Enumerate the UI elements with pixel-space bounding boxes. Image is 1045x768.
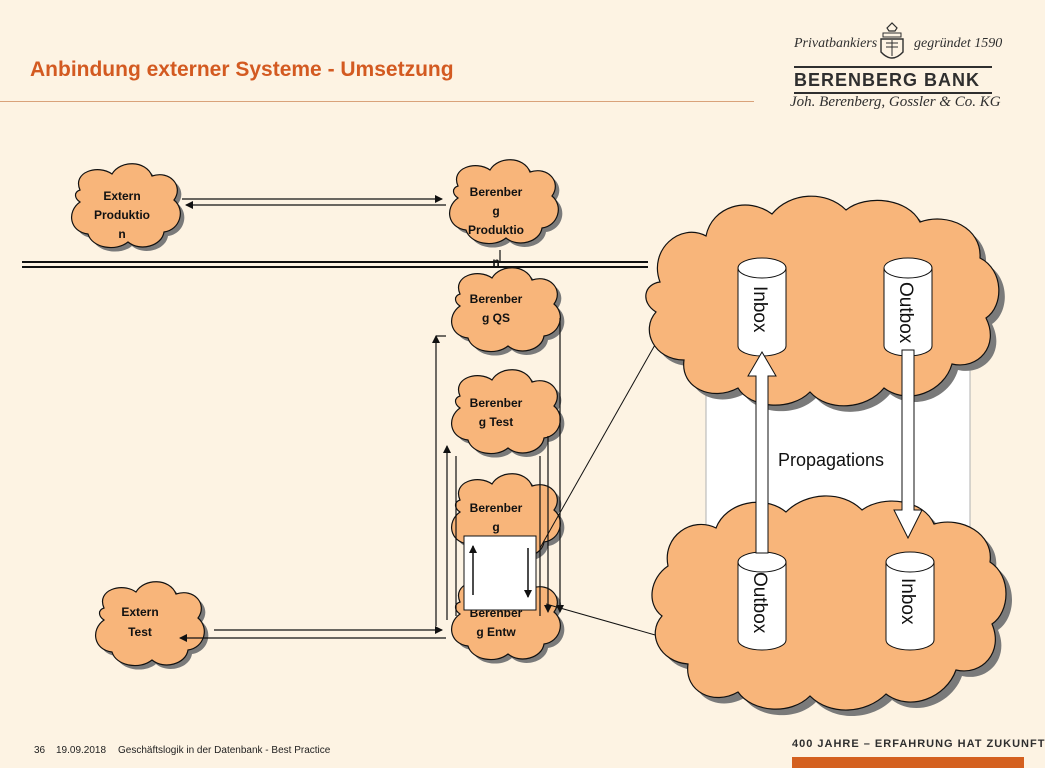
berenberg-logo: Privatbankiers gegründet 1590 BERENBERG … — [786, 22, 1002, 114]
logo-founded: gegründet 1590 — [914, 36, 1003, 51]
footer-slogan: 400 JAHRE – ERFAHRUNG HAT ZUKUNFT — [792, 738, 1045, 750]
top-inbox-label: Inbox — [749, 286, 770, 333]
cylinder-bottom-outbox: Outbox — [737, 551, 787, 651]
berenberg-g-label-1: Berenber — [470, 501, 523, 515]
cloud-zoom-bottom — [651, 495, 1012, 717]
bottom-outbox-label: Outbox — [749, 572, 770, 634]
cloud-zoom-top — [645, 195, 1005, 412]
extern-test-label-1: Extern — [121, 605, 158, 619]
connection-test — [179, 626, 446, 642]
berenberg-produktion-label-4: n — [492, 255, 499, 269]
footer-date: 19.09.2018 — [56, 745, 107, 756]
berenberg-test-label-1: Berenber — [470, 396, 523, 410]
berenberg-entw-label-2: g Entw — [476, 625, 516, 639]
logo-rule-bottom — [794, 92, 992, 94]
cylinder-bottom-inbox: Inbox — [885, 551, 935, 651]
cylinder-top-inbox: Inbox — [737, 257, 787, 357]
footer-subject: Geschäftslogik in der Datenbank - Best P… — [118, 745, 331, 756]
cloud-berenberg-test: Berenber g Test — [450, 369, 565, 458]
berenberg-test-label-2: g Test — [479, 415, 513, 429]
extern-produktion-label-2: Produktio — [94, 208, 150, 222]
extern-test-label-2: Test — [128, 625, 152, 639]
cloud-extern-test: Extern Test — [94, 581, 209, 670]
berenberg-qs-label-2: g QS — [482, 311, 510, 325]
network-boundary-line — [22, 261, 648, 268]
cloud-berenberg-g: Berenber g — [450, 473, 565, 562]
coat-of-arms-icon — [880, 22, 904, 59]
cylinder-top-outbox: Outbox — [883, 257, 933, 357]
berenberg-produktion-label-3: Produktio — [468, 223, 524, 237]
page-title: Anbindung externer Systeme - Umsetzung — [30, 58, 454, 81]
logo-rule-top — [794, 66, 992, 68]
title-divider — [0, 101, 754, 102]
extern-produktion-label-3: n — [118, 227, 125, 241]
berenberg-g-label-2: g — [492, 520, 499, 534]
top-outbox-label: Outbox — [895, 282, 916, 344]
berenberg-produktion-label-1: Berenber — [470, 185, 523, 199]
footer-accent-bar — [792, 757, 1024, 768]
replication-box — [463, 535, 537, 611]
logo-privatbankiers: Privatbankiers — [794, 36, 878, 51]
berenberg-qs-label-1: Berenber — [470, 292, 523, 306]
logo-bank-name: BERENBERG BANK — [794, 70, 981, 90]
bottom-inbox-label: Inbox — [897, 578, 918, 625]
logo-company: Joh. Berenberg, Gossler & Co. KG — [790, 94, 1001, 110]
environment-flows — [432, 250, 564, 626]
connection-produktion — [182, 195, 446, 209]
extern-produktion-label-1: Extern — [103, 189, 140, 203]
cloud-berenberg-qs: Berenber g QS — [450, 267, 565, 356]
footer-page-number: 36 — [34, 745, 46, 756]
propagation-down-arrow — [893, 349, 923, 540]
cloud-berenberg-produktion: Berenber g Produktio n — [448, 159, 563, 269]
berenberg-produktion-label-2: g — [492, 204, 499, 218]
propagations-label: Propagations — [778, 450, 884, 470]
cloud-extern-produktion: Extern Produktio n — [70, 163, 185, 252]
propagation-up-arrow — [747, 351, 777, 554]
system-diagram: Extern Produktio n Berenber g Produktio … — [22, 159, 1012, 717]
